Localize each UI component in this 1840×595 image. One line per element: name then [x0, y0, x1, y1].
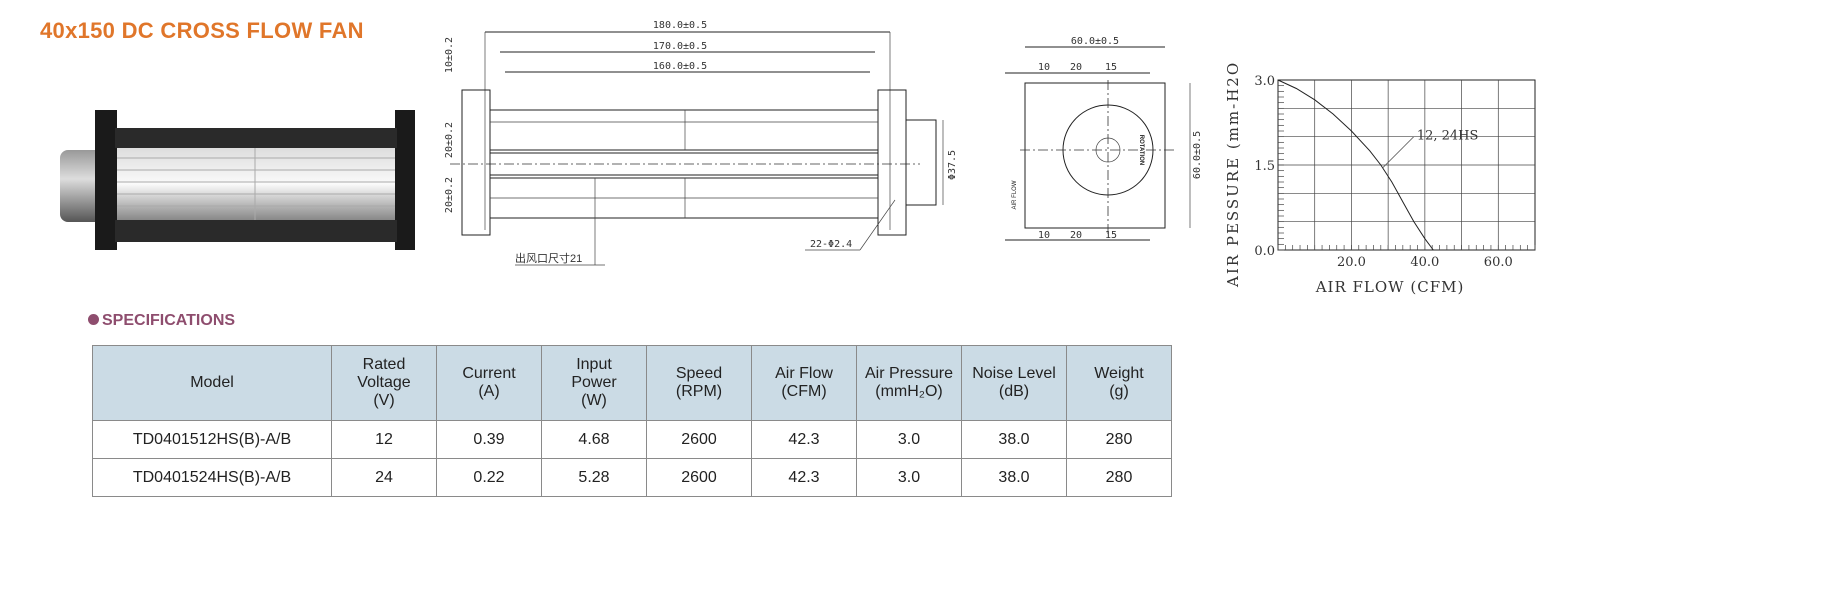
column-header-line: (mmH₂O) [875, 383, 943, 400]
airflow-label: AIR FLOW [1012, 180, 1018, 209]
bullet-icon [88, 314, 99, 325]
dim-10: 10 [1038, 62, 1050, 73]
column-header-line: Noise Level [972, 365, 1056, 382]
dim-15: 15 [1105, 62, 1117, 73]
y-tick-label: 3.0 [1254, 74, 1275, 89]
column-header-line: Air Flow [775, 365, 833, 382]
table-cell: 4.68 [541, 420, 647, 459]
column-header-line: Model [190, 374, 234, 391]
dim-length-160: 160.0±0.5 [653, 61, 707, 72]
fan-photo [60, 110, 415, 250]
series-line-12-24hs [1277, 79, 1434, 251]
table-cell: 280 [1066, 458, 1172, 497]
y-axis-label: AIR PESSURE (mm-H2O) [1224, 60, 1242, 288]
table-cell: 38.0 [961, 458, 1067, 497]
table-cell: 3.0 [856, 458, 962, 497]
table-cell: 280 [1066, 420, 1172, 459]
table-cell: TD0401524HS(B)-A/B [92, 458, 332, 497]
dim-20-bottom: 20 [1070, 230, 1082, 241]
dim-length-170: 170.0±0.5 [653, 41, 707, 52]
table-cell: 42.3 [751, 458, 857, 497]
column-header-line: (A) [478, 383, 500, 400]
rotation-label: ROTATION [1138, 135, 1144, 165]
outlet-note: 出风口尺寸21 [515, 251, 582, 265]
dim-side-width: 60.0±0.5 [1071, 36, 1119, 47]
dim-15-bottom: 15 [1105, 230, 1117, 241]
dim-length-180: 180.0±0.5 [653, 20, 707, 31]
column-header-line: Air Pressure [864, 365, 954, 382]
table-cell: 0.22 [436, 458, 542, 497]
column-header-line: (dB) [998, 383, 1030, 400]
x-tick-label: 60.0 [1484, 255, 1513, 270]
table-cell: 24 [331, 458, 437, 497]
column-header-line: Current [462, 365, 516, 382]
front-view-drawing: 180.0±0.5 170.0±0.5 160.0±0.5 Φ37.5 10±0… [444, 20, 958, 266]
specifications-heading-text: SPECIFICATIONS [102, 312, 236, 329]
annotation-label: 12, 24HS [1417, 129, 1479, 144]
table-cell: 2600 [646, 420, 752, 459]
column-header: Speed(RPM) [646, 345, 752, 421]
column-header: Air Flow(CFM) [751, 345, 857, 421]
y-tick-label: 0.0 [1254, 244, 1275, 259]
column-header-line: Voltage [357, 374, 411, 391]
table-cell: 12 [331, 420, 437, 459]
x-axis-label: AIR FLOW (CFM) [1315, 278, 1465, 296]
side-view-drawing: 60.0±0.5 10 20 15 ROTATION AIR FLOW 60.0… [1005, 36, 1203, 241]
table-cell: 0.39 [436, 420, 542, 459]
specifications-heading: SPECIFICATIONS [88, 312, 235, 330]
column-header-line: (CFM) [781, 383, 827, 400]
column-header-line: (W) [581, 392, 607, 409]
column-header-line: Input [576, 356, 612, 373]
column-header-line: (V) [373, 392, 395, 409]
column-header: Air Pressure(mmH₂O) [856, 345, 962, 421]
column-header-line: Rated [362, 356, 406, 373]
table-cell: 42.3 [751, 420, 857, 459]
table-cell: 5.28 [541, 458, 647, 497]
dim-v-bot: 20±0.2 [444, 177, 455, 213]
dim-v-mid: 20±0.2 [444, 122, 455, 158]
holes-note: 22-Φ2.4 [810, 239, 852, 250]
column-header: Current(A) [436, 345, 542, 421]
table-cell: 2600 [646, 458, 752, 497]
column-header-line: (RPM) [675, 383, 723, 400]
dim-10-bottom: 10 [1038, 230, 1050, 241]
page-title: 40x150 DC CROSS FLOW FAN [40, 18, 364, 43]
table-cell: TD0401512HS(B)-A/B [92, 420, 332, 459]
x-tick-label: 40.0 [1410, 255, 1439, 270]
column-header: Model [92, 345, 332, 421]
dim-diameter: Φ37.5 [947, 150, 958, 180]
dim-v-top: 10±0.2 [444, 37, 455, 73]
dim-20: 20 [1070, 62, 1082, 73]
x-tick-label: 20.0 [1337, 255, 1366, 270]
dim-side-height: 60.0±0.5 [1192, 131, 1203, 179]
annotation-leader [1382, 136, 1415, 169]
column-header-line: Power [571, 374, 617, 391]
table-cell: 38.0 [961, 420, 1067, 459]
y-tick-label: 1.5 [1254, 159, 1275, 174]
column-header-line: Weight [1094, 365, 1144, 382]
column-header: Noise Level(dB) [961, 345, 1067, 421]
column-header-line: (g) [1109, 383, 1129, 400]
table-cell: 3.0 [856, 420, 962, 459]
column-header-line: Speed [675, 365, 723, 382]
column-header: Weight(g) [1066, 345, 1172, 421]
performance-chart: 12, 24HS 0.0 1.5 3.0 20.0 40.0 60.0 AIR PESSU… [1224, 60, 1536, 296]
